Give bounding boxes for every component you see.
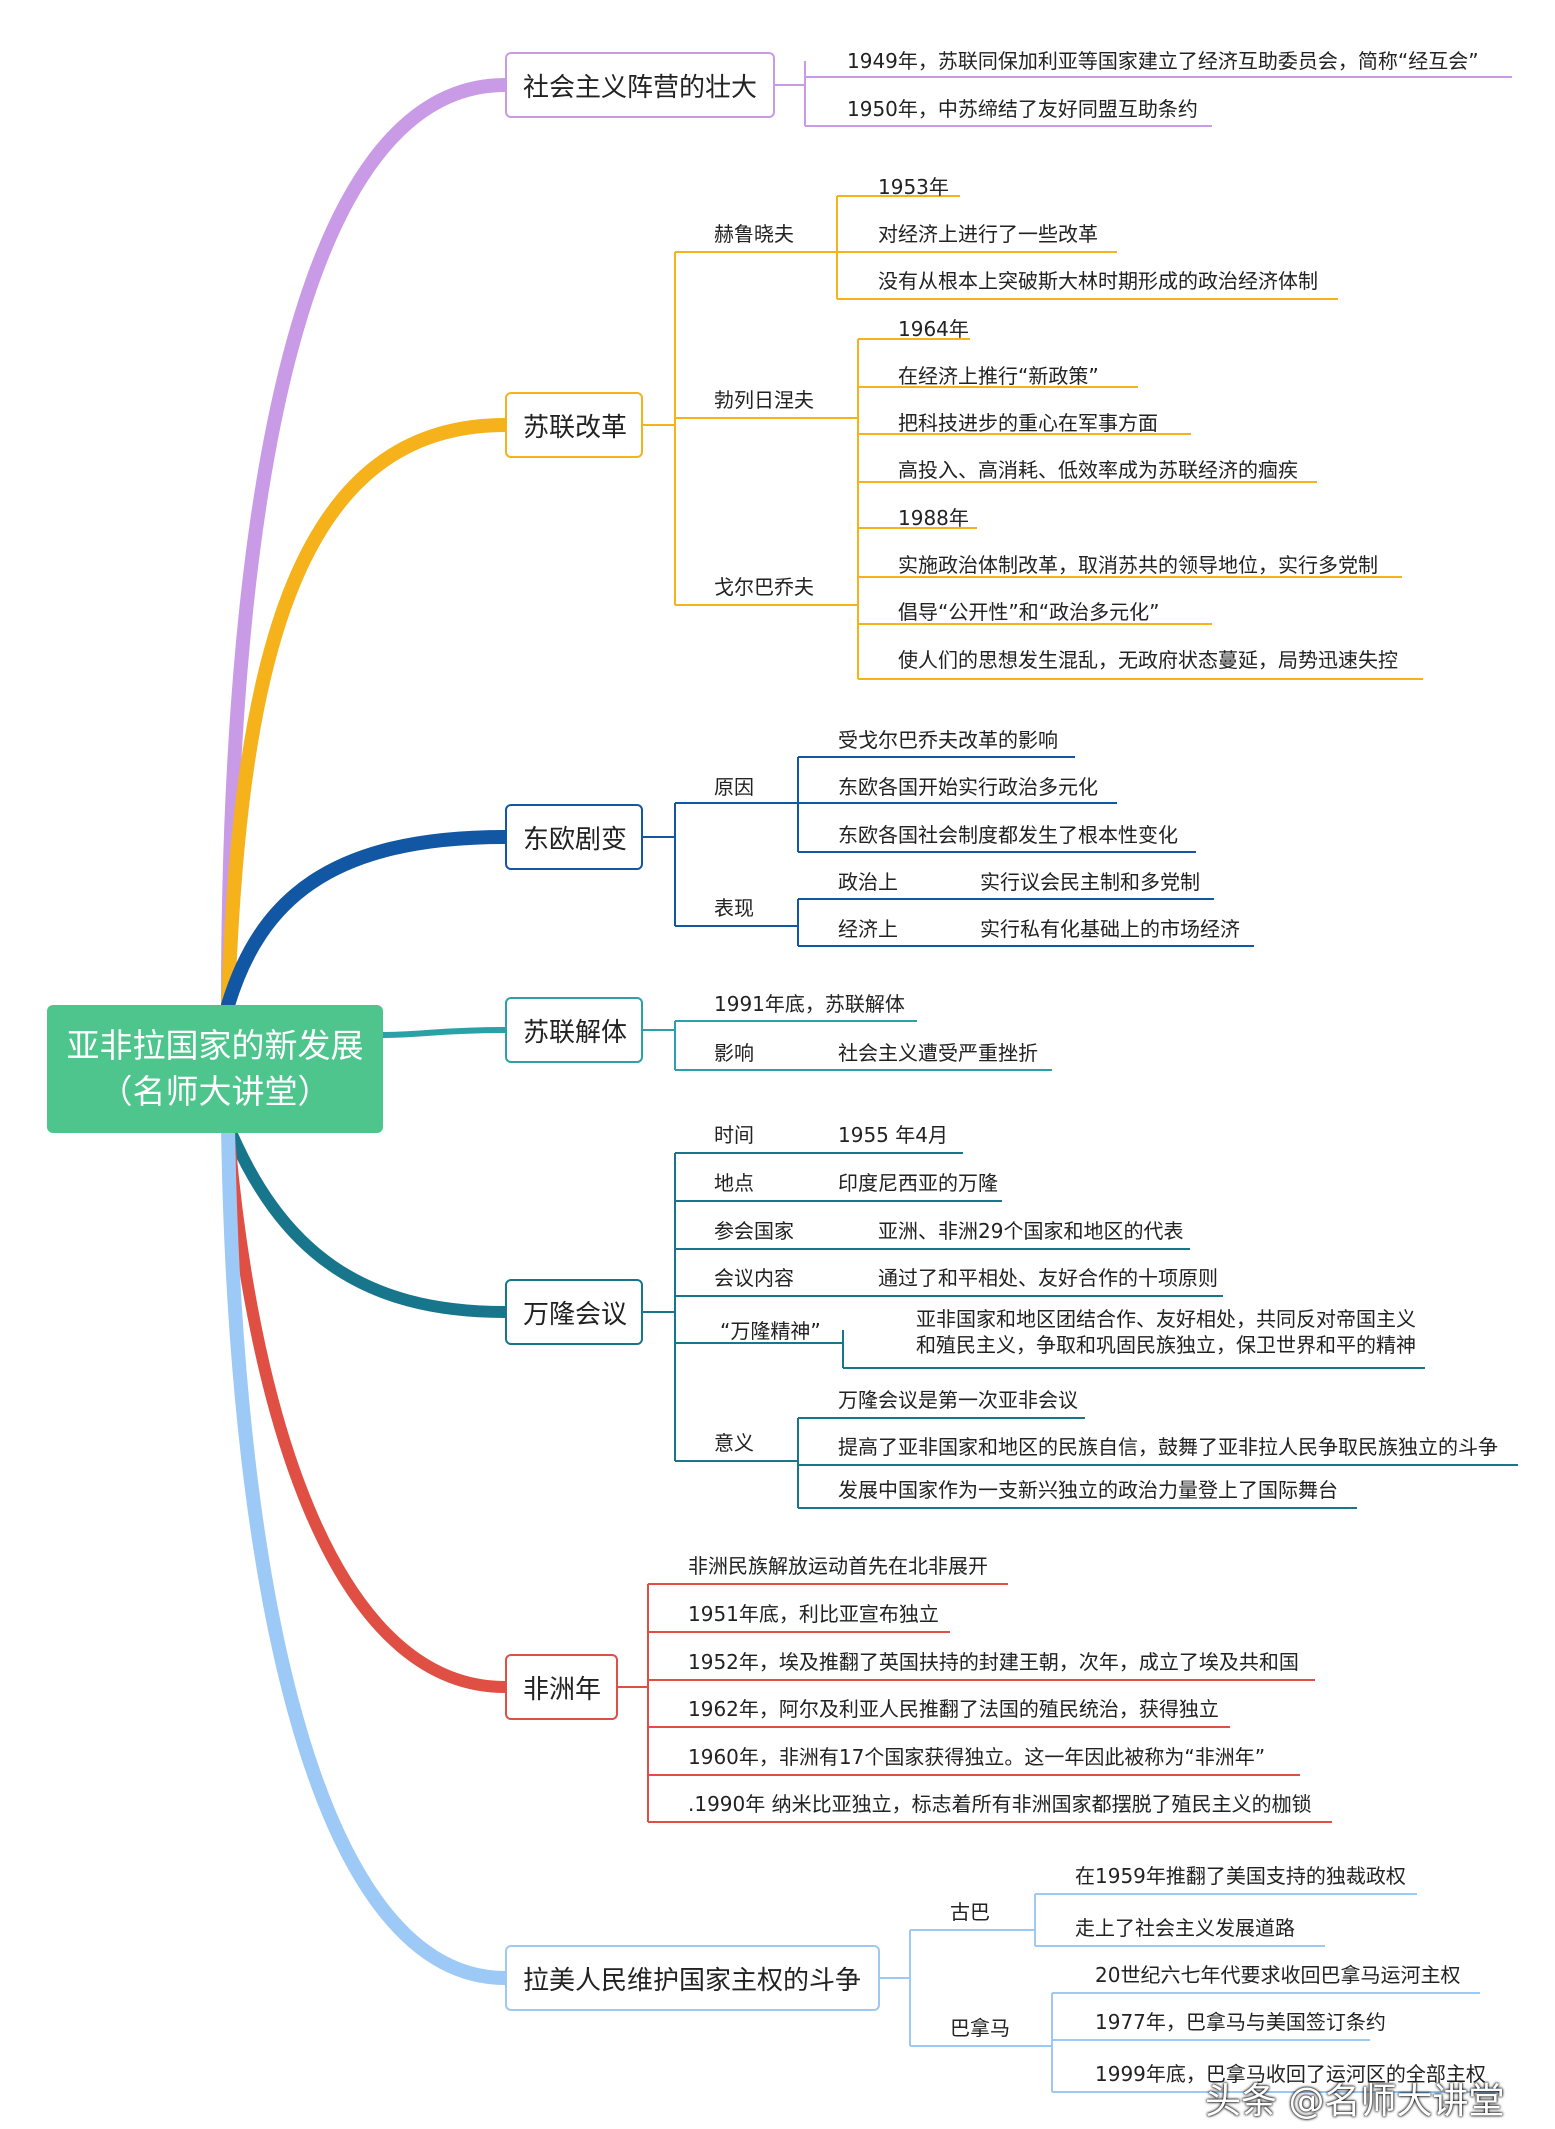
leaf-text: 1964年 — [898, 317, 969, 341]
leaf-text: 东欧各国社会制度都发生了根本性变化 — [838, 823, 1178, 847]
leaf-text: 倡导“公开性”和“政治多元化” — [898, 600, 1160, 624]
topic-latin-america[interactable]: 拉美人民维护国家主权的斗争 — [505, 1945, 880, 2011]
topic-label: 拉美人民维护国家主权的斗争 — [523, 1965, 862, 1996]
leaf-text: 受戈尔巴乔夫改革的影响 — [838, 728, 1058, 752]
leaf-text: 非洲民族解放运动首先在北非展开 — [688, 1554, 988, 1578]
leaf-text: 社会主义遭受严重挫折 — [838, 1041, 1038, 1065]
leaf-text: 亚非国家和地区团结合作、友好相处，共同反对帝国主义 — [916, 1307, 1416, 1331]
leaf-text: 走上了社会主义发展道路 — [1075, 1916, 1295, 1940]
topic-bandung[interactable]: 万隆会议 — [505, 1279, 643, 1345]
subtopic-label: “万隆精神” — [720, 1319, 821, 1343]
leaf-text: 1960年，非洲有17个国家获得独立。这一年因此被称为“非洲年” — [688, 1745, 1266, 1769]
ribbon-eastern-europe — [221, 830, 512, 1012]
ribbon-ussr-collapse — [377, 1027, 508, 1038]
subtopic-label: 巴拿马 — [950, 2016, 1010, 2040]
leaf-text: 20世纪六七年代要求收回巴拿马运河主权 — [1095, 1963, 1461, 1987]
leaf-text: 对经济上进行了一些改革 — [878, 222, 1098, 246]
ribbon-africa-year — [222, 1119, 511, 1693]
leaf-text: .1990年 纳米比亚独立，标志着所有非洲国家都摆脱了殖民主义的枷锁 — [688, 1792, 1312, 1816]
leaf-text: 把科技进步的重心在军事方面 — [898, 411, 1158, 435]
subtopic-label: 古巴 — [950, 1900, 990, 1924]
latin-america-connectors — [880, 1893, 1500, 2093]
topic-label: 非洲年 — [523, 1674, 602, 1705]
leaf-text: 1950年，中苏缔结了友好同盟互助条约 — [847, 97, 1198, 121]
ribbon-latin-america — [221, 1118, 512, 1985]
leaf-text: 1962年，阿尔及利亚人民推翻了法国的殖民统治，获得独立 — [688, 1697, 1219, 1721]
ribbon-socialist-camp — [221, 78, 512, 1012]
subtopic-label: 意义 — [714, 1431, 754, 1455]
leaf-text: 在1959年推翻了美国支持的独裁政权 — [1075, 1864, 1406, 1888]
leaf-text: 1951年底，利比亚宣布独立 — [688, 1602, 939, 1626]
root-topic[interactable]: 亚非拉国家的新发展 （名师大讲堂） — [47, 1005, 383, 1133]
leaf-text: 东欧各国开始实行政治多元化 — [838, 775, 1098, 799]
subtopic-label: 赫鲁晓夫 — [714, 222, 794, 246]
main-branches — [221, 78, 512, 1985]
subtopic-label: 参会国家 — [714, 1219, 794, 1243]
topic-label: 万隆会议 — [523, 1299, 628, 1330]
leaf-text: 实行议会民主制和多党制 — [980, 870, 1200, 894]
subtopic-label: 勃列日涅夫 — [714, 388, 814, 412]
leaf-label: 政治上 — [838, 870, 898, 894]
leaf-text: 通过了和平相处、友好合作的十项原则 — [878, 1266, 1218, 1290]
subtopic-label: 表现 — [714, 896, 754, 920]
leaf-text: 1991年底，苏联解体 — [714, 992, 905, 1016]
topic-ussr-collapse[interactable]: 苏联解体 — [505, 997, 643, 1063]
ussr-collapse-connectors — [643, 1020, 1052, 1071]
leaf-text: 1988年 — [898, 506, 969, 530]
topic-label: 苏联解体 — [523, 1017, 628, 1048]
leaf-label: 经济上 — [838, 917, 898, 941]
leaf-text: 印度尼西亚的万隆 — [838, 1171, 998, 1195]
leaf-text: 万隆会议是第一次亚非会议 — [838, 1388, 1078, 1412]
subtopic-label: 地点 — [714, 1171, 754, 1195]
leaf-text: 没有从根本上突破斯大林时期形成的政治经济体制 — [878, 269, 1318, 293]
ribbon-bandung — [222, 1119, 511, 1318]
topic-label: 苏联改革 — [523, 412, 628, 443]
leaf-text: 1949年，苏联同保加利亚等国家建立了经济互助委员会，简称“经互会” — [847, 49, 1479, 73]
leaf-text: 1999年底，巴拿马收回了运河区的全部主权 — [1095, 2062, 1486, 2086]
topic-label: 东欧剧变 — [523, 824, 628, 855]
leaf-text: 使人们的思想发生混乱，无政府状态蔓延，局势迅速失控 — [898, 648, 1398, 672]
topic-eastern-europe[interactable]: 东欧剧变 — [505, 804, 643, 870]
subtopic-label: 时间 — [714, 1123, 754, 1147]
socialist-camp-connectors — [775, 61, 1512, 127]
leaf-text: 1952年，埃及推翻了英国扶持的封建王朝，次年，成立了埃及共和国 — [688, 1650, 1299, 1674]
leaf-text: 1977年，巴拿马与美国签订条约 — [1095, 2010, 1386, 2034]
leaf-text: 实施政治体制改革，取消苏共的领导地位，实行多党制 — [898, 553, 1378, 577]
subtopic-label: 会议内容 — [714, 1266, 794, 1290]
leaf-text: 在经济上推行“新政策” — [898, 364, 1099, 388]
leaf-text: 高投入、高消耗、低效率成为苏联经济的痼疾 — [898, 458, 1298, 482]
watermark: 头条 @名师大讲堂 — [1205, 2081, 1505, 2122]
leaf-text: 1955 年4月 — [838, 1123, 948, 1147]
leaf-text: 和殖民主义，争取和巩固民族独立，保卫世界和平的精神 — [916, 1333, 1416, 1357]
root-subtitle: （名师大讲堂） — [99, 1072, 331, 1111]
root-title: 亚非拉国家的新发展 — [66, 1026, 364, 1065]
eastern-europe-connectors — [643, 756, 1254, 947]
africa-year-connectors — [618, 1583, 1332, 1823]
leaf-text: 发展中国家作为一支新兴独立的政治力量登上了国际舞台 — [838, 1478, 1338, 1502]
leaf-text: 实行私有化基础上的市场经济 — [980, 917, 1240, 941]
subtopic-label: 戈尔巴乔夫 — [714, 575, 814, 599]
ribbon-soviet-reform — [221, 418, 512, 1012]
topic-soviet-reform[interactable]: 苏联改革 — [505, 392, 643, 458]
leaf-text: 1953年 — [878, 175, 949, 199]
topic-label: 社会主义阵营的壮大 — [523, 72, 758, 103]
subtopic-label: 原因 — [714, 775, 754, 799]
soviet-reform-connectors — [643, 195, 1423, 680]
topic-africa-year[interactable]: 非洲年 — [505, 1654, 618, 1720]
leaf-text: 亚洲、非洲29个国家和地区的代表 — [878, 1219, 1184, 1243]
topic-socialist-camp[interactable]: 社会主义阵营的壮大 — [505, 52, 775, 118]
subtopic-label: 影响 — [714, 1041, 754, 1065]
bandung-connectors — [643, 1152, 1518, 1509]
leaf-text: 提高了亚非国家和地区的民族自信，鼓舞了亚非拉人民争取民族独立的斗争 — [838, 1435, 1498, 1459]
